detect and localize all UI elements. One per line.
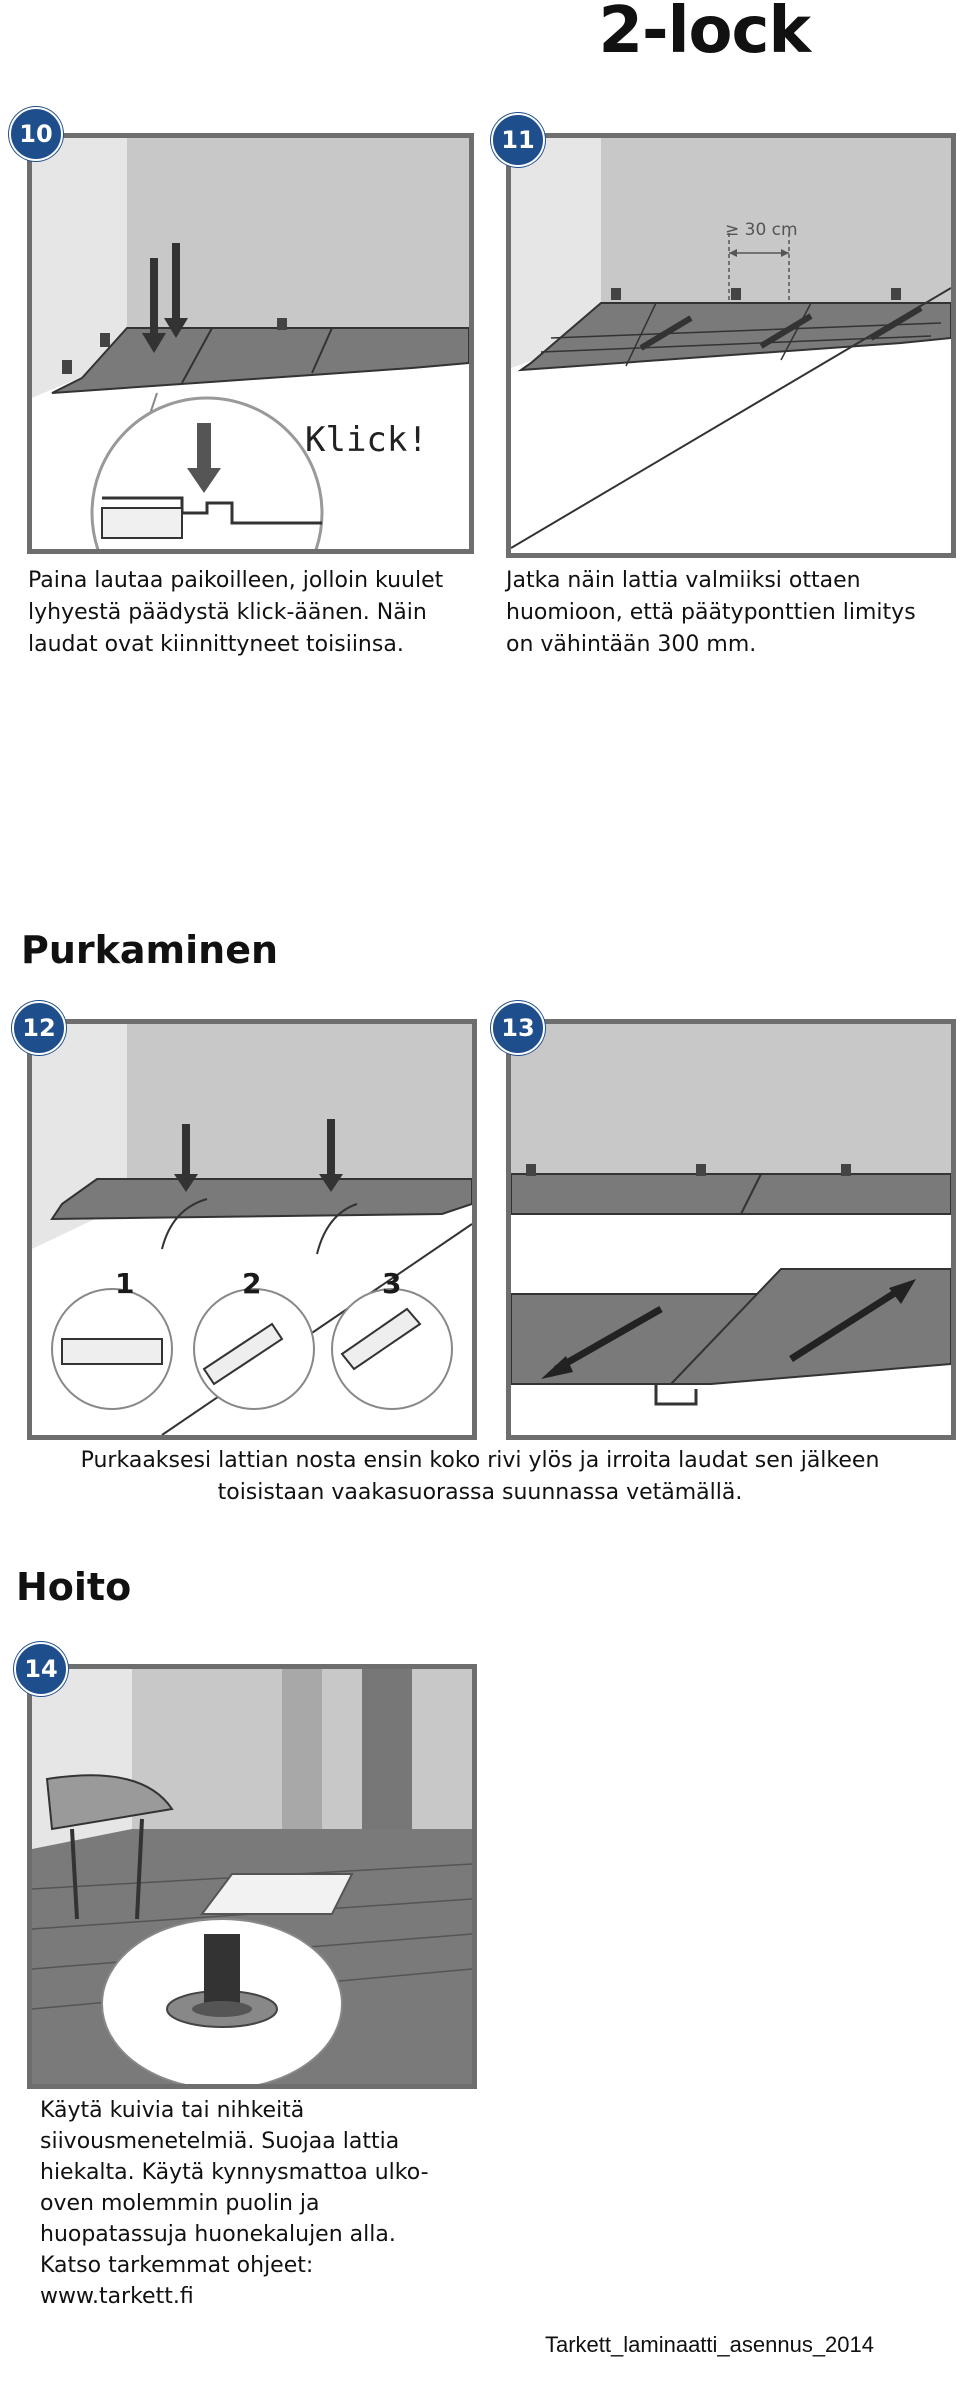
phase-label-1: 1	[115, 1267, 135, 1300]
step-10-caption: Paina lautaa paikoilleen, jolloin kuulet…	[28, 568, 444, 657]
step-14-drawing	[32, 1669, 472, 2084]
step-13-illustration	[506, 1019, 956, 1440]
klick-callout: Klick!	[305, 420, 428, 460]
step-10-illustration	[27, 133, 474, 554]
step-12-drawing	[32, 1024, 472, 1435]
step-14-illustration	[27, 1664, 477, 2089]
half-round-table	[45, 1774, 174, 1831]
step-badge-14: 14	[14, 1642, 68, 1696]
hoito-heading: Hoito	[16, 1565, 132, 1609]
overlap-measure-label: ≥ 30 cm	[725, 220, 798, 240]
step-11-illustration	[506, 133, 956, 558]
step-badge-10: 10	[9, 107, 63, 161]
press-down-arrows	[142, 243, 188, 353]
doormat	[200, 1873, 354, 1915]
step-badge-11: 11	[491, 113, 545, 167]
phase-label-3: 3	[382, 1267, 402, 1300]
step-badge-13: 13	[491, 1001, 545, 1055]
floor-boards	[517, 302, 951, 372]
step-10-drawing	[32, 138, 469, 549]
step-badge-12: 12	[12, 1001, 66, 1055]
purkaminen-caption: Purkaaksesi lattian nosta ensin koko riv…	[80, 1448, 880, 1505]
document-title: 2-lock	[598, 0, 812, 68]
hoito-caption: Käytä kuivia tai nihkeitä siivousmenetel…	[40, 2098, 429, 2309]
phase-label-2: 2	[242, 1267, 262, 1300]
step-12-illustration	[27, 1019, 477, 1440]
phase-magnifiers	[51, 1288, 453, 1410]
document-footer: Tarkett_laminaatti_asennus_2014	[545, 2332, 875, 2357]
step-11-caption: Jatka näin lattia valmiiksi ottaen huomi…	[506, 568, 916, 657]
step-13-drawing	[511, 1024, 951, 1435]
purkaminen-heading: Purkaminen	[21, 928, 279, 972]
step-11-drawing	[511, 138, 951, 553]
